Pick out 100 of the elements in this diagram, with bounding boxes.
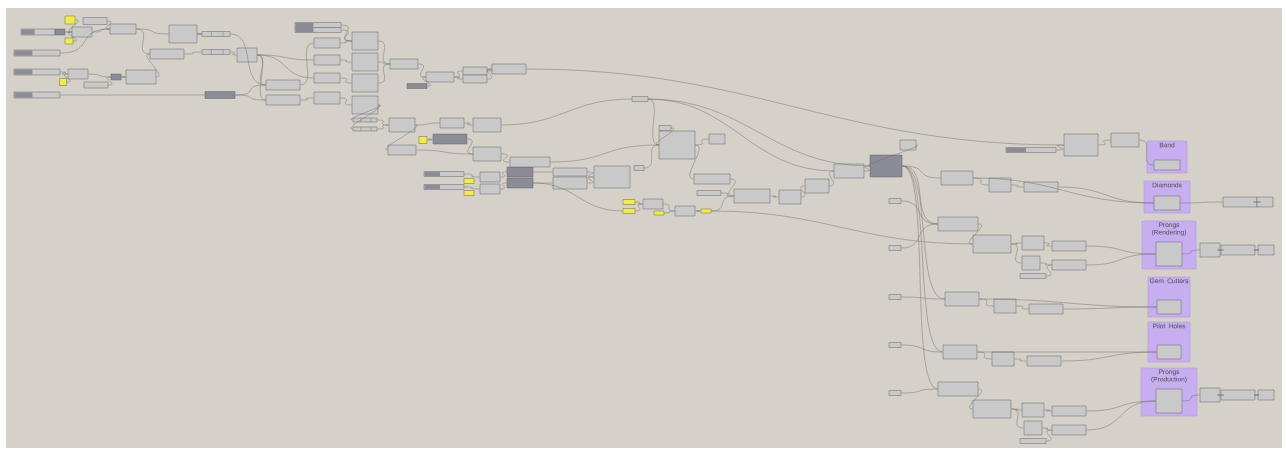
wire xyxy=(1011,243,1022,264)
wire xyxy=(969,223,982,245)
component-box xyxy=(778,189,802,205)
component-box xyxy=(265,94,301,106)
wire xyxy=(500,171,507,178)
wire xyxy=(197,33,202,35)
component-box xyxy=(125,69,157,85)
component-box xyxy=(1026,355,1062,367)
slider xyxy=(423,184,465,190)
wire xyxy=(257,54,314,79)
wire xyxy=(695,138,709,146)
wire xyxy=(901,296,945,300)
wire xyxy=(648,98,870,167)
slider xyxy=(13,91,61,99)
component-box xyxy=(888,390,902,396)
component-box xyxy=(804,178,830,194)
wire xyxy=(1180,201,1223,204)
component-box xyxy=(110,73,122,81)
wire xyxy=(1253,394,1260,396)
component-box xyxy=(387,144,417,156)
wire xyxy=(587,176,594,184)
component-box xyxy=(693,173,731,185)
component-box xyxy=(313,54,341,66)
component-box xyxy=(204,91,236,99)
component-box xyxy=(83,81,109,89)
component-box xyxy=(899,139,917,151)
toggle xyxy=(59,78,67,86)
component-box xyxy=(313,37,341,49)
component-box xyxy=(1155,388,1183,414)
wire xyxy=(1040,262,1052,266)
component-box xyxy=(351,31,379,51)
wire xyxy=(977,351,1157,353)
wire xyxy=(464,173,480,178)
toggle xyxy=(64,15,76,25)
component-box xyxy=(1023,420,1043,436)
component-box xyxy=(888,245,902,251)
component-box xyxy=(1021,255,1041,271)
wire xyxy=(378,61,390,65)
wire xyxy=(385,124,418,151)
component-box xyxy=(479,171,501,183)
component-box xyxy=(168,24,198,44)
wire xyxy=(487,68,492,72)
wire xyxy=(1098,139,1111,146)
wire xyxy=(454,76,463,80)
wire xyxy=(427,138,433,141)
number-panel xyxy=(201,49,231,55)
wire xyxy=(689,144,700,180)
wire xyxy=(1253,249,1260,251)
wire xyxy=(106,76,113,86)
wire xyxy=(864,165,870,172)
slider xyxy=(423,171,465,177)
wire xyxy=(1046,264,1052,277)
wire xyxy=(64,73,71,83)
wire xyxy=(1011,242,1022,245)
component-box xyxy=(1153,195,1181,211)
component-box xyxy=(888,198,902,204)
wire xyxy=(695,210,701,212)
wire xyxy=(648,98,659,146)
wire xyxy=(721,192,734,197)
slider xyxy=(13,68,61,76)
wire xyxy=(901,388,938,394)
wire xyxy=(901,223,938,249)
component-box xyxy=(552,176,588,190)
component-box xyxy=(491,63,527,75)
component-box xyxy=(1051,424,1087,436)
wire xyxy=(1044,242,1052,247)
wire xyxy=(648,98,834,172)
component-box xyxy=(1051,405,1087,417)
wire xyxy=(418,63,426,78)
wire xyxy=(800,185,806,198)
component-box xyxy=(869,154,903,178)
wire xyxy=(136,28,169,35)
wire xyxy=(901,344,943,353)
component-box xyxy=(593,165,631,189)
component-box xyxy=(1256,196,1274,208)
component-box xyxy=(888,294,902,300)
component-box xyxy=(937,216,979,232)
component-box xyxy=(1199,242,1221,258)
wire xyxy=(1016,305,1029,310)
component-box xyxy=(67,68,89,80)
component-box xyxy=(988,177,1012,193)
toggle xyxy=(64,37,74,45)
wire xyxy=(500,182,507,190)
component-box xyxy=(972,234,1012,254)
component-box xyxy=(149,48,185,60)
wire xyxy=(1011,408,1024,429)
wire xyxy=(656,127,674,146)
component-box xyxy=(1199,387,1221,403)
toggle xyxy=(418,136,428,144)
wire xyxy=(969,388,982,410)
wire xyxy=(136,28,150,55)
wire xyxy=(257,54,266,101)
toggle xyxy=(653,210,665,216)
component-box xyxy=(937,381,979,397)
component-box xyxy=(708,133,726,145)
wire xyxy=(728,178,736,197)
component-box xyxy=(940,170,974,186)
wire xyxy=(340,40,352,44)
slider xyxy=(13,49,61,57)
component-box xyxy=(506,166,534,178)
